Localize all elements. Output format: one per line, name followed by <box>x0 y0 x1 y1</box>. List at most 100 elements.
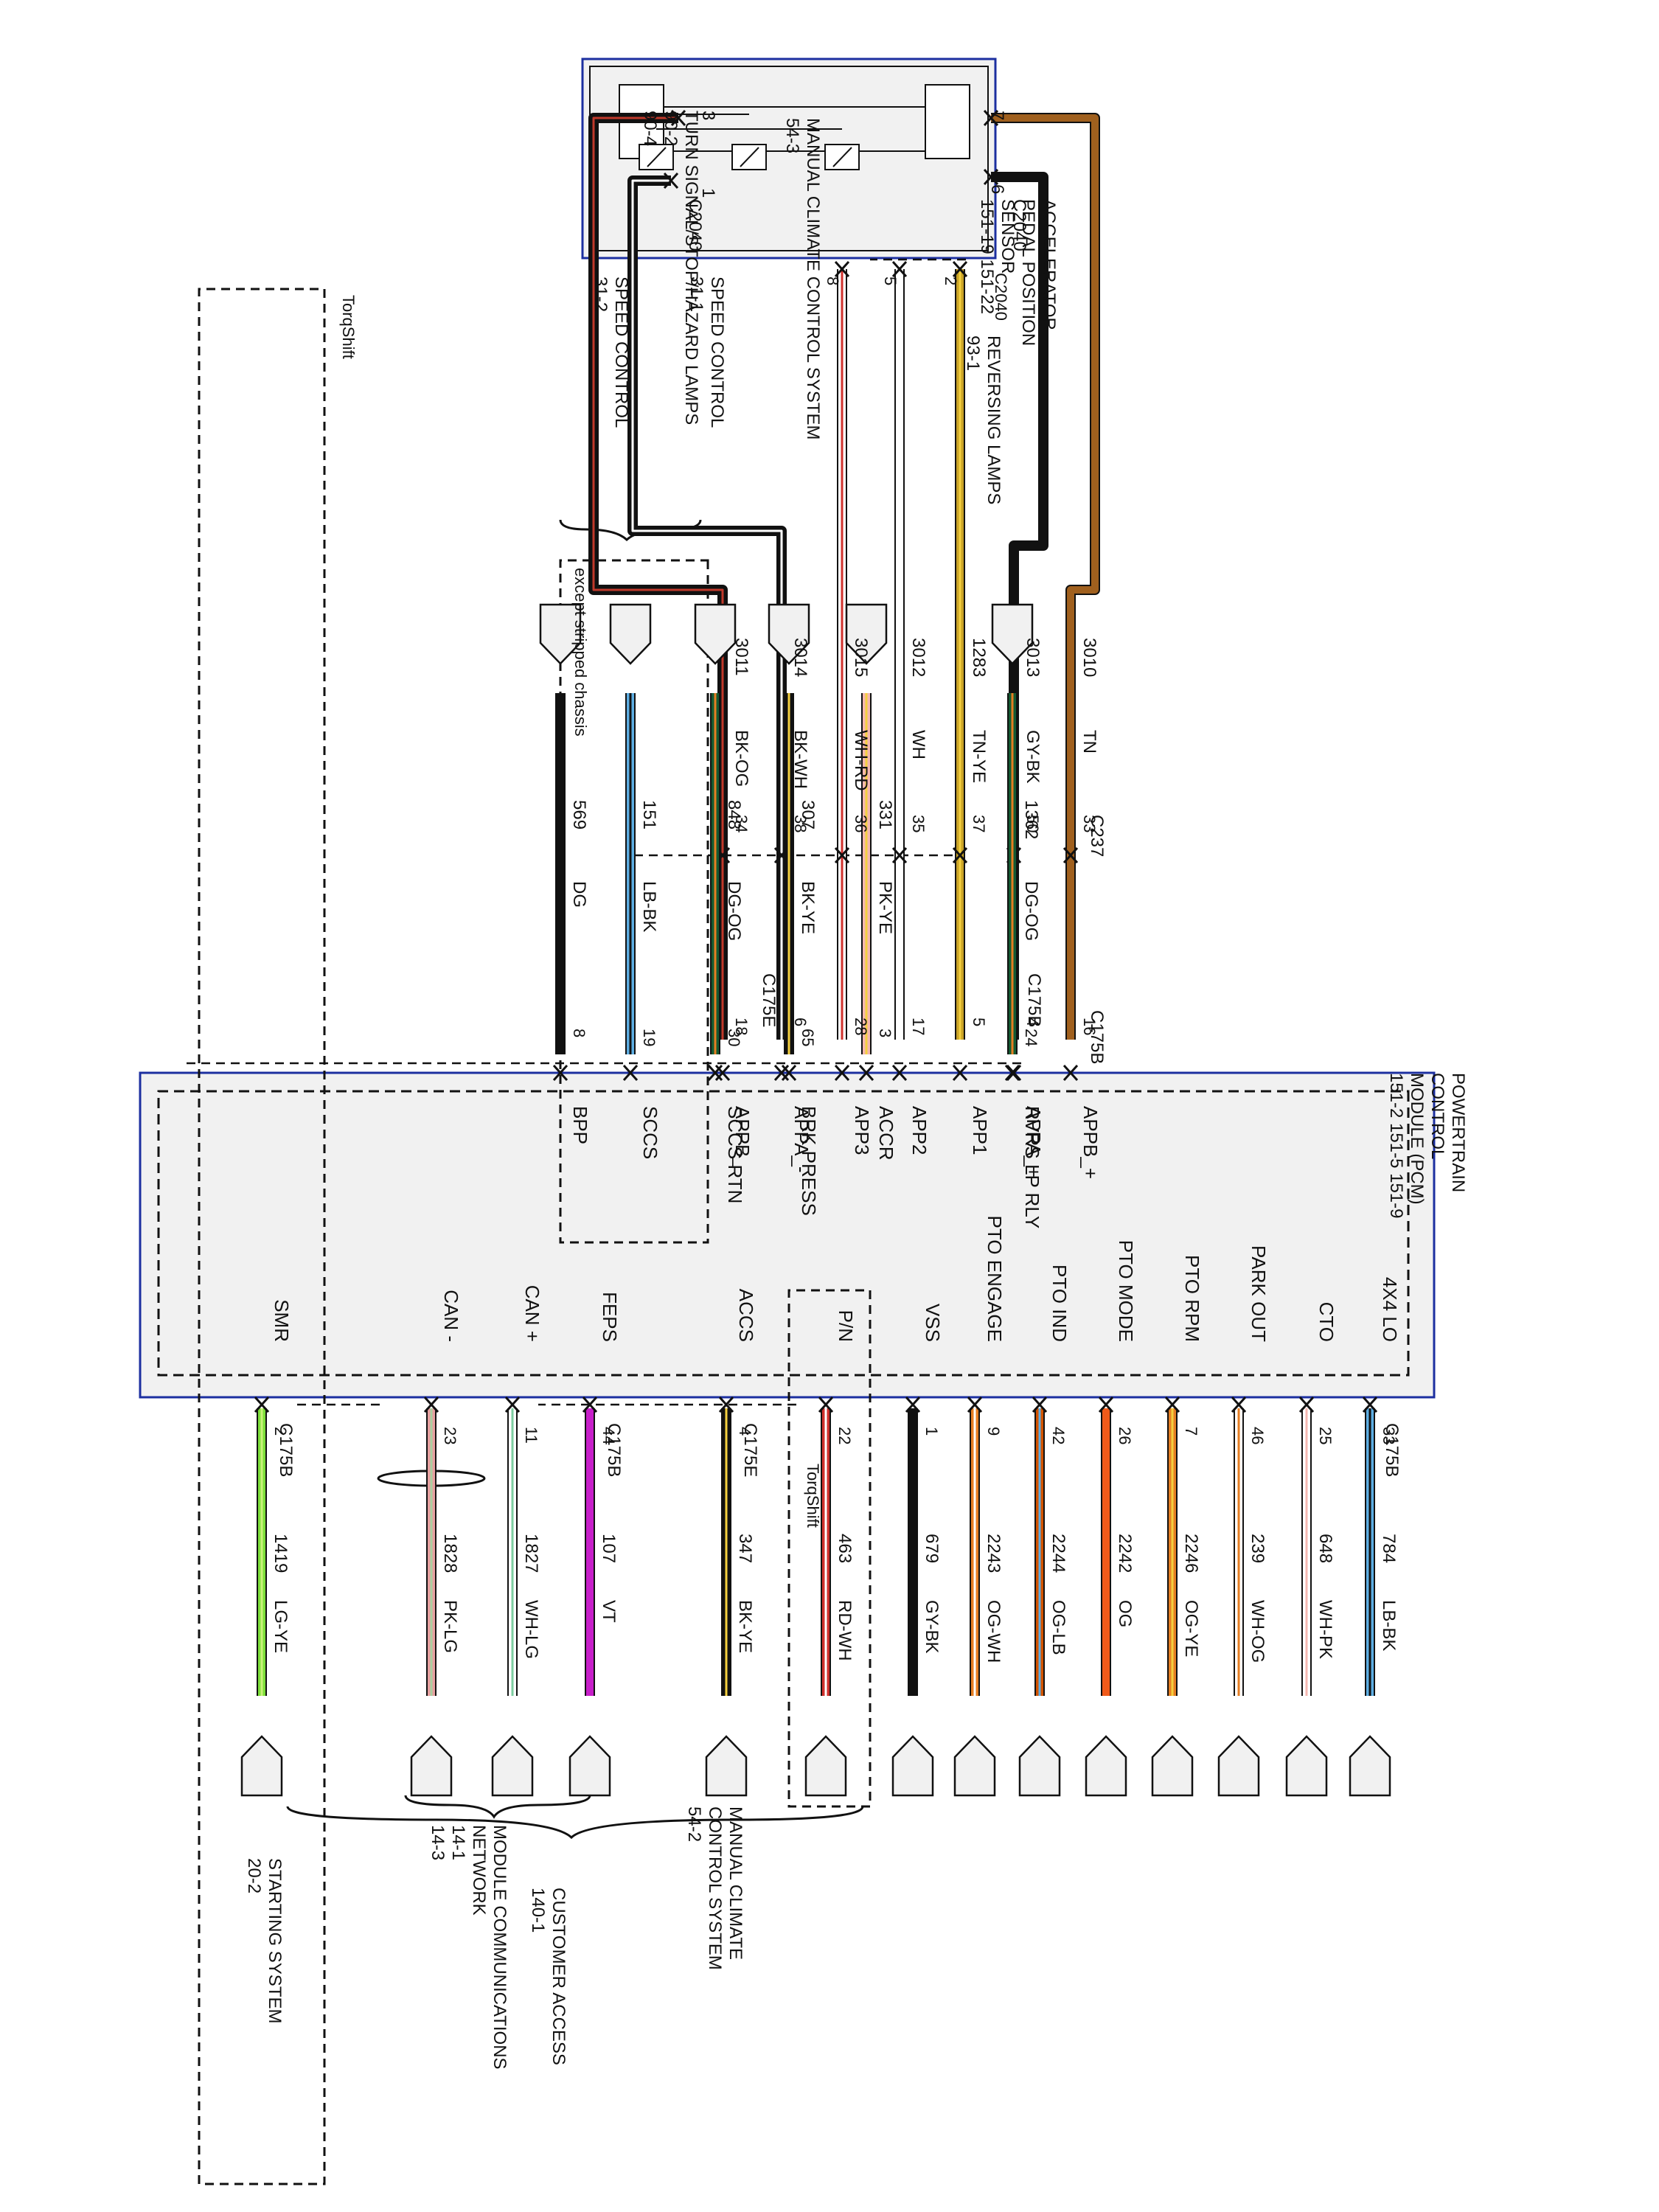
c175b-pin-label-28: 28 <box>852 1018 870 1035</box>
c2040-label-left: C2040 <box>685 199 705 251</box>
c2040-pin-5 <box>891 267 908 278</box>
pcm-pin-label-44: 44 <box>599 1427 618 1444</box>
pcm-terminal-PTO-ENGAGE: PTO ENGAGE <box>984 1216 1006 1342</box>
wire-3010-fill <box>991 114 1099 1040</box>
c175b-pin-17 <box>891 1071 908 1082</box>
wire-color-679: GY-BK <box>922 1600 942 1653</box>
sensor-pin-3: 3 <box>698 111 718 120</box>
pcm-pin-3 <box>858 1071 874 1082</box>
pcm-pin-25 <box>1298 1402 1315 1413</box>
pcm-terminal-ACCR: ACCR <box>875 1106 897 1161</box>
speed-control-31-2: 31-2 <box>591 276 611 312</box>
module-communications-label: 14-3 <box>428 1825 448 1860</box>
pcm-title: POWERTRAIN <box>1448 1073 1468 1192</box>
wire-color-307: BK-YE <box>798 881 818 934</box>
wire-3011-stripe <box>592 116 724 1040</box>
pcm-pin-label-19: 19 <box>640 1029 658 1046</box>
pcm-pin-65 <box>781 1071 797 1082</box>
pcm-pin-label-46: 46 <box>1248 1427 1267 1444</box>
circuit-number-2242: 2242 <box>1115 1534 1135 1573</box>
pcm-pin-label-65: 65 <box>799 1029 817 1046</box>
plug-bottom-784 <box>1349 1735 1391 1797</box>
pcm-terminal-CAN--: CAN - <box>440 1290 462 1342</box>
sensor-pin-7: 7 <box>987 111 1007 120</box>
circuit-number-331: 331 <box>875 800 895 830</box>
pcm-pin-label-3: 3 <box>876 1029 894 1037</box>
c2040-label-bottom: C2040 <box>992 273 1010 321</box>
c2040-pin-8 <box>834 267 850 278</box>
pcm-pin-label-4: 4 <box>736 1427 754 1436</box>
pcm-terminal-PARK-OUT: PARK OUT <box>1248 1245 1270 1342</box>
c2040-pin-2 <box>952 267 968 278</box>
torqshift-label-left: TorqShift <box>339 295 358 359</box>
module-communications-brace <box>404 1795 591 1819</box>
circuit-number-2244: 2244 <box>1048 1534 1068 1573</box>
plug-left-307 <box>768 603 810 665</box>
pcm-terminal-SCCS-RTN: SCCS RTN <box>724 1106 746 1203</box>
sensor-pin-2: 2 <box>942 276 960 285</box>
c175b-label-bottom-b: C175B <box>604 1423 624 1477</box>
sensor-pin-1: 1 <box>698 188 718 198</box>
manual-climate-54-2: 54-2 <box>684 1806 704 1842</box>
pcm-terminal-SCCS: SCCS <box>639 1106 661 1159</box>
c175b-pin-label-18: 18 <box>732 1018 751 1035</box>
wire-3014-stripe <box>631 179 783 1040</box>
plug-bottom-2246 <box>1151 1735 1194 1797</box>
c237-pin-label-37: 37 <box>970 815 988 832</box>
pcm-terminal-APPB_+: APPB_+ <box>1079 1106 1102 1179</box>
manual-climate-54-2: MANUAL CLIMATE <box>726 1806 745 1960</box>
plug-left-569 <box>539 603 582 665</box>
wire-color-1283: TN-YE <box>969 730 989 783</box>
c237-pin-37 <box>952 853 968 864</box>
turn-signal-label: 90-4 <box>640 111 660 146</box>
wire-color-107: VT <box>599 1600 619 1623</box>
sensor-title: SENSOR <box>998 199 1018 274</box>
pcm-pin-22 <box>818 1402 834 1413</box>
pcm-pin-label-11: 11 <box>522 1427 540 1444</box>
c237-pin-label-38: 38 <box>791 815 810 832</box>
pcm-pin-label-33: 33 <box>1380 1427 1398 1444</box>
torqshift-label-bottom: TorqShift <box>804 1464 822 1528</box>
c175b-pin-28 <box>834 1071 850 1082</box>
pcm-terminal-BPP: BPP <box>569 1106 591 1144</box>
plug-bottom-107 <box>568 1735 611 1797</box>
wire-color-239: WH-OG <box>1248 1600 1267 1663</box>
manual-climate-54-2: CONTROL SYSTEM <box>705 1806 725 1970</box>
pcm-terminal-FEPS: FEPS <box>599 1292 621 1342</box>
circuit-number-3014: 3014 <box>790 638 810 677</box>
manual-climate-54-3: MANUAL CLIMATE CONTROL SYSTEM <box>803 118 823 440</box>
starting-system-label: 20-2 <box>244 1858 264 1893</box>
circuit-number-848: 848 <box>724 800 744 830</box>
reversing-lamps-93-1: 93-1 <box>963 335 983 371</box>
pcm-pin-30 <box>707 1071 723 1082</box>
plug-left-848 <box>694 603 737 665</box>
plug-bottom-648 <box>1285 1735 1328 1797</box>
pcm-pin-label-23: 23 <box>441 1427 459 1444</box>
c237-pin-label-50: 50 <box>1023 815 1042 832</box>
wire-color-1419: LG-YE <box>271 1600 291 1653</box>
circuit-number-679: 679 <box>922 1534 942 1563</box>
circuit-number-569: 569 <box>569 800 589 830</box>
reversing-torqshift-dashed-box <box>198 288 326 2185</box>
pcm-pin-label-7: 7 <box>1182 1427 1200 1436</box>
pcm-pin-label-42: 42 <box>1049 1427 1068 1444</box>
c2040-pin-6 <box>983 175 999 186</box>
circuit-number-463: 463 <box>835 1534 855 1563</box>
customer-access-label: 140-1 <box>528 1888 548 1933</box>
customer-access-label: CUSTOMER ACCESS <box>549 1888 568 2065</box>
plug-left-151 <box>609 603 652 665</box>
c175b-label-bottom-c: C175B <box>276 1423 296 1477</box>
wire-color-151: LB-BK <box>639 881 659 932</box>
plug-bottom-347 <box>705 1735 748 1797</box>
c237-pin-label-35: 35 <box>909 815 928 832</box>
circuit-number-1419: 1419 <box>271 1534 291 1573</box>
pcm-pin-label-8: 8 <box>570 1029 588 1037</box>
pcm-title: MODULE (PCM) <box>1407 1073 1427 1205</box>
pcm-pin-42 <box>1032 1402 1048 1413</box>
c237-pin-label-34: 34 <box>732 815 751 832</box>
starting-system-label: STARTING SYSTEM <box>265 1858 285 2023</box>
plug-left-1362 <box>991 603 1034 665</box>
plug-bottom-2244 <box>1018 1735 1061 1797</box>
pcm-terminal-VSS: VSS <box>922 1304 944 1342</box>
pcm-pin-label-25: 25 <box>1316 1427 1335 1444</box>
